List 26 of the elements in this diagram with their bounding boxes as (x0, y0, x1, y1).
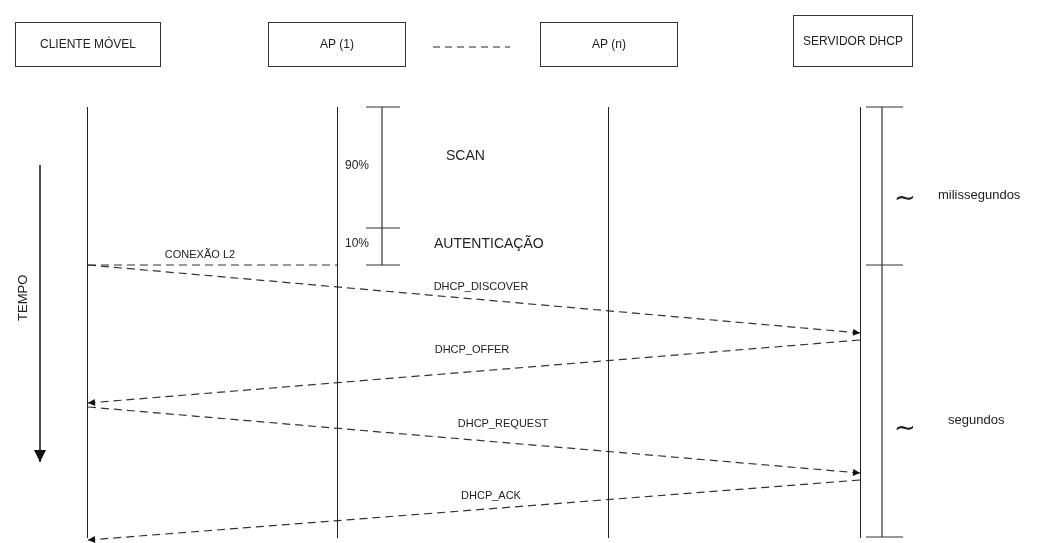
approx-symbol: ∼ (894, 182, 916, 214)
approx-symbol: ∼ (894, 412, 916, 444)
message-arrow (87, 339, 861, 406)
edge-label: DHCP_ACK (459, 489, 523, 503)
participant-box: AP (n) (540, 22, 678, 67)
edge-label: DHCP_DISCOVER (431, 280, 531, 294)
lifeline (608, 107, 609, 538)
note-text: AUTENTICAÇÃO (434, 235, 544, 252)
note-text: segundos (948, 412, 1005, 428)
lifeline (87, 107, 88, 538)
participant-box: SERVIDOR DHCP (793, 15, 913, 67)
note-text: milissegundos (938, 187, 1021, 203)
connector-line (87, 264, 338, 266)
message-arrow (87, 264, 861, 336)
lifeline (860, 107, 861, 538)
note-text: SCAN (446, 147, 485, 164)
message-arrow (87, 406, 861, 476)
participant-box: CLIENTE MÓVEL (15, 22, 161, 67)
edge-label: DHCP_REQUEST (455, 417, 551, 431)
participant-box: AP (1) (268, 22, 406, 67)
axis-label: TEMPO (15, 274, 31, 321)
edge-label: DHCP_OFFER (432, 343, 512, 357)
note-text: 10% (345, 236, 370, 251)
message-arrow (87, 479, 861, 543)
lifeline (337, 107, 338, 538)
note-text: 90% (345, 158, 370, 173)
